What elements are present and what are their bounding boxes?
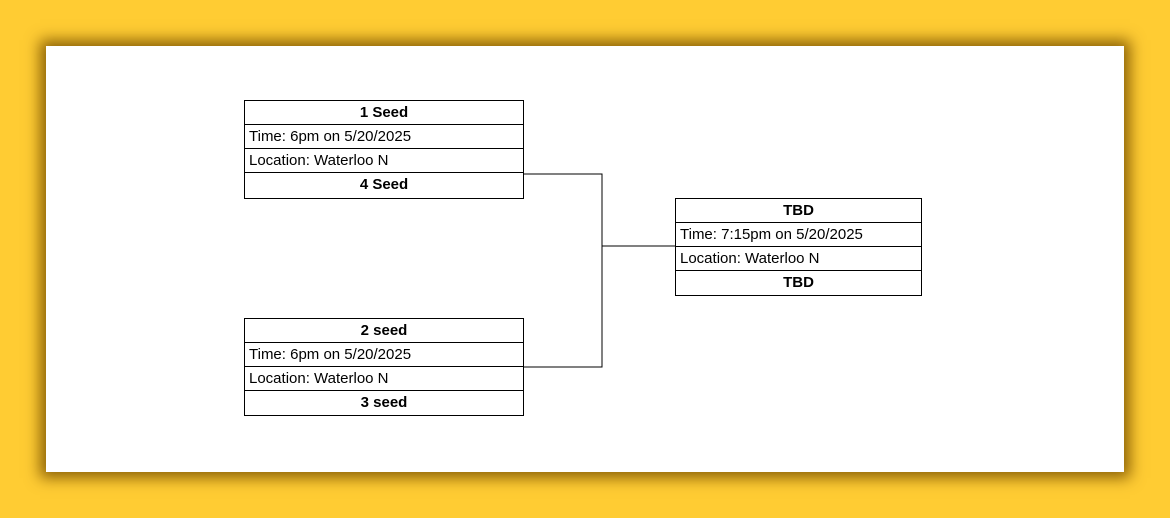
match-location: Location: Waterloo N [245, 367, 523, 391]
team-2-label: TBD [783, 274, 814, 291]
team-1-label: 1 Seed [245, 101, 523, 125]
match-time: Time: 6pm on 5/20/2025 [245, 343, 523, 367]
team-2-label: 3 seed [360, 394, 408, 411]
match-time: Time: 6pm on 5/20/2025 [245, 125, 523, 149]
bracket-panel: 1 Seed Time: 6pm on 5/20/2025 Location: … [46, 46, 1124, 472]
bracket-connectors [524, 173, 675, 368]
match-card-semifinal-1: 1 Seed Time: 6pm on 5/20/2025 Location: … [244, 100, 524, 199]
match-location: Location: Waterloo N [676, 247, 921, 271]
connector-match-1 [524, 173, 675, 247]
match-card-semifinal-2: 2 seed Time: 6pm on 5/20/2025 Location: … [244, 318, 524, 416]
team-1-label: 2 seed [245, 319, 523, 343]
match-location: Location: Waterloo N [245, 149, 523, 173]
team-1-label: TBD [676, 199, 921, 223]
match-card-final: TBD Time: 7:15pm on 5/20/2025 Location: … [675, 198, 922, 296]
match-time: Time: 7:15pm on 5/20/2025 [676, 223, 921, 247]
team-2-label: 4 Seed [359, 176, 409, 193]
connector-match-2 [524, 246, 603, 368]
